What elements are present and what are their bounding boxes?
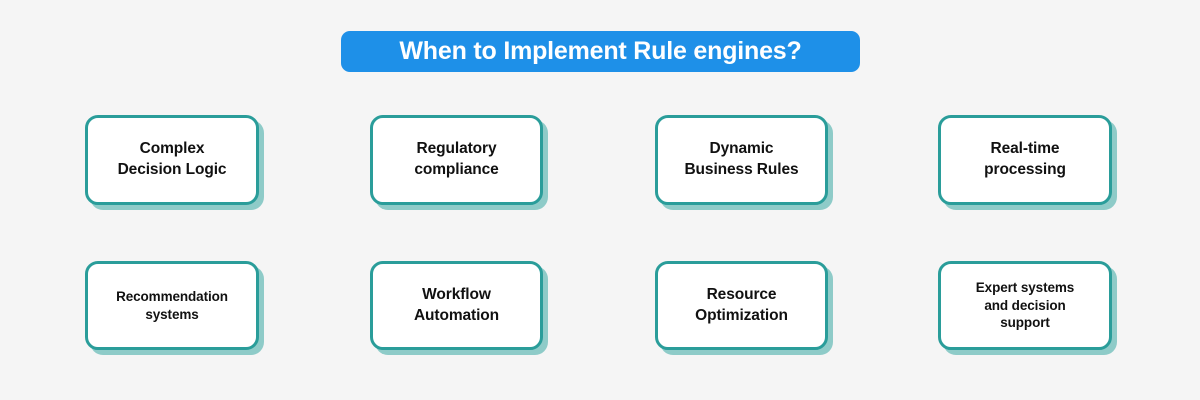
card-regulatory-compliance[interactable]: Regulatory compliance [370, 115, 543, 205]
card-label-line-1: Recommendation [116, 288, 228, 304]
card-label-line-2: compliance [414, 161, 499, 178]
card-label-line-2: Decision Logic [117, 161, 227, 178]
card-label: Real-time processing [976, 139, 1074, 180]
card-label-line-1: Expert systems [975, 279, 1075, 295]
card-label-line-2: Automation [413, 306, 500, 324]
card-recommendation-systems[interactable]: Recommendation systems [85, 261, 259, 350]
card-label: Recommendation systems [108, 288, 236, 324]
card-label-line-2: and decision [984, 297, 1066, 313]
card-label-line-1: Complex [139, 140, 205, 158]
card-label: Expert systems and decision support [968, 279, 1082, 333]
card-real-time-processing[interactable]: Real-time processing [938, 115, 1112, 205]
card-label-line-2: Business Rules [684, 161, 799, 178]
card-label-line-1: Regulatory [416, 140, 497, 158]
card-expert-systems-and-decision-support[interactable]: Expert systems and decision support [938, 261, 1112, 350]
card-label-line-2: systems [145, 306, 199, 322]
page-title: When to Implement Rule engines? [399, 37, 802, 65]
page-title-banner: When to Implement Rule engines? [341, 31, 860, 72]
card-label-line-2: processing [984, 161, 1066, 178]
card-label-line-2: Optimization [695, 306, 788, 324]
card-label: Regulatory compliance [406, 139, 506, 180]
card-label-line-1: Resource [706, 285, 777, 303]
card-label-line-1: Workflow [422, 285, 491, 303]
card-label-line-1: Real-time [990, 140, 1060, 158]
card-label-line-1: Dynamic [709, 140, 774, 158]
card-label-line-3: support [1000, 315, 1050, 331]
